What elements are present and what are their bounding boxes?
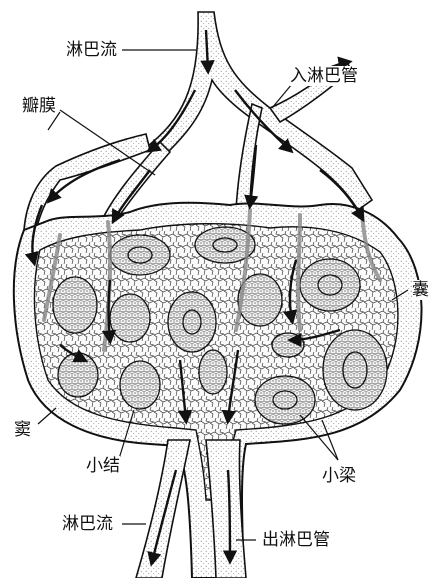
nodule [272,333,304,357]
nodule [58,353,98,397]
nodule [110,294,150,342]
nodule [255,376,315,424]
label-capsule: 囊 [412,280,429,300]
trabecula [298,215,300,330]
efferent-vessel-left [136,440,190,578]
label-afferent-vessel: 入淋巴管 [290,66,358,86]
label-valve: 瓣膜 [22,96,56,116]
label-sinus: 窦 [14,420,31,440]
nodule [110,235,170,275]
nodule [168,292,216,352]
label-lymph-flow-top: 淋巴流 [66,40,117,60]
label-efferent-vessel: 出淋巴管 [262,530,330,550]
nodule [323,330,387,410]
nodule [300,259,360,311]
nodule [120,361,160,409]
label-lymph-flow-bottom: 淋巴流 [62,514,113,534]
afferent-right-inner [236,104,262,210]
nodule [199,350,227,394]
nodule [53,277,97,333]
label-nodule: 小结 [86,456,120,476]
label-trabecula: 小梁 [322,466,356,486]
